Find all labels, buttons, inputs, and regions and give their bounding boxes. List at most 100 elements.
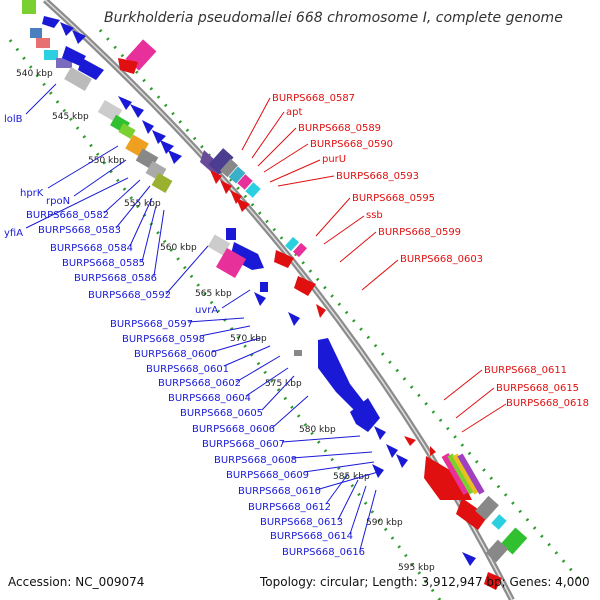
gene-label-uvrA: uvrA: [195, 305, 218, 316]
gene-arrow: [484, 572, 502, 590]
gene-label: BURPS668_0610: [238, 486, 321, 497]
summary-text: Topology: circular; Length: 3,912,947 bp…: [259, 575, 590, 589]
gene-label: BURPS668_0583: [38, 225, 121, 236]
gene-block: [30, 28, 42, 38]
gene-arrow: [230, 242, 264, 270]
gene-block: [215, 247, 247, 279]
gene-label: BURPS668_0604: [168, 393, 251, 404]
gene-arrow: [374, 426, 386, 440]
gene-label-hprK: hprK: [20, 188, 44, 199]
gene-block: [491, 514, 507, 530]
gene-arrow: [42, 16, 60, 28]
gene-arrow: [404, 436, 416, 446]
gene-label: BURPS668_0598: [122, 334, 205, 345]
gc-track-inner: [8, 39, 442, 600]
gene-arrow: [236, 198, 250, 212]
gene-arrow: [396, 454, 408, 468]
gene-arrow: [274, 250, 294, 268]
gene-arrow: [168, 150, 182, 164]
gene-arrow: [318, 338, 364, 412]
gene-label: BURPS668_0618: [506, 398, 589, 409]
gene-arrow: [60, 22, 74, 36]
gene-block: [485, 539, 509, 563]
gene-block: [452, 453, 480, 495]
gene-arrow: [142, 120, 154, 134]
left-gene-labels: lolB hprK rpoN yfiA BURPS668_0582 BURPS6…: [4, 114, 365, 558]
gene-arrow: [160, 140, 174, 154]
gene-label: BURPS668_0590: [310, 139, 393, 150]
gene-label: BURPS668_0605: [180, 408, 263, 419]
gene-label: BURPS668_0585: [62, 258, 145, 269]
gene-arrow: [430, 446, 436, 456]
gc-track-outer: [98, 29, 582, 581]
gene-label: BURPS668_0608: [214, 455, 297, 466]
gene-label-apt: apt: [286, 107, 302, 118]
kbp-tick: 590 kbp: [366, 518, 403, 528]
gene-block: [457, 453, 485, 495]
gene-label: BURPS668_0595: [352, 193, 435, 204]
gene-label: BURPS668_0586: [74, 273, 157, 284]
gene-arrow: [462, 552, 476, 566]
gene-label: BURPS668_0600: [134, 349, 217, 360]
gene-arrow: [118, 96, 132, 110]
gene-label: BURPS668_0607: [202, 439, 285, 450]
gene-label-rpoN: rpoN: [46, 196, 70, 207]
gene-label: BURPS668_0615: [496, 383, 579, 394]
gene-block: [22, 0, 36, 14]
gene-block: [245, 182, 261, 198]
kbp-tick: 585 kbp: [333, 472, 370, 482]
gene-arrow: [254, 292, 266, 306]
kbp-tick: 560 kbp: [160, 243, 197, 253]
gene-arrow: [230, 190, 242, 204]
kbp-tick: 570 kbp: [230, 334, 267, 344]
left-label-connectors: [25, 83, 379, 551]
gene-label-ssb: ssb: [366, 210, 383, 221]
gene-label: BURPS668_0589: [298, 123, 381, 134]
accession-text: Accession: NC_009074: [8, 575, 144, 589]
gene-arrow: [118, 58, 138, 74]
gene-label: BURPS668_0614: [270, 531, 353, 542]
kbp-tick: 565 kbp: [195, 289, 232, 299]
gene-block: [260, 282, 268, 292]
gene-block: [226, 228, 236, 240]
gene-arrow: [210, 170, 222, 184]
gene-arrow: [288, 312, 300, 326]
reverse-strand-genes: [118, 39, 528, 590]
kbp-tick: 550 kbp: [88, 156, 125, 166]
right-gene-labels: BURPS668_0587 apt BURPS668_0589 BURPS668…: [272, 93, 589, 409]
gene-label: BURPS668_0593: [336, 171, 419, 182]
gene-arrow: [62, 46, 86, 66]
gene-arrow: [220, 180, 232, 194]
gene-arrow: [456, 498, 488, 530]
gc-dot-tracks: [8, 29, 582, 600]
gene-arrow: [386, 444, 398, 458]
gene-label: BURPS668_0612: [248, 502, 331, 513]
gene-label: BURPS668_0597: [110, 319, 193, 330]
gene-arrow: [316, 304, 326, 318]
gene-arrow: [130, 104, 144, 118]
gene-block: [500, 527, 528, 555]
gene-block: [294, 350, 302, 356]
gene-arrow: [424, 456, 472, 500]
gene-block: [207, 234, 231, 256]
gene-label-lolB: lolB: [4, 114, 23, 125]
kbp-tick: 595 kbp: [398, 563, 435, 573]
gene-label: BURPS668_0592: [88, 290, 171, 301]
gene-arrow: [372, 464, 384, 478]
gene-label-yfiA: yfiA: [4, 228, 23, 239]
kbp-tick: 540 kbp: [16, 69, 53, 79]
gene-block: [64, 66, 92, 92]
gene-label: BURPS668_0587: [272, 93, 355, 104]
gene-arrow: [294, 276, 316, 296]
kbp-tick: 580 kbp: [299, 425, 336, 435]
map-title: Burkholderia pseudomallei 668 chromosome…: [104, 10, 563, 26]
gene-label: BURPS668_0613: [260, 517, 343, 528]
gene-block: [228, 166, 246, 184]
gene-block: [293, 242, 307, 258]
gene-label: BURPS668_0584: [50, 243, 133, 254]
gene-label: BURPS668_0599: [378, 227, 461, 238]
gene-block: [118, 123, 136, 139]
gene-block: [219, 158, 239, 178]
gene-block: [447, 453, 475, 495]
gene-block: [285, 236, 299, 252]
